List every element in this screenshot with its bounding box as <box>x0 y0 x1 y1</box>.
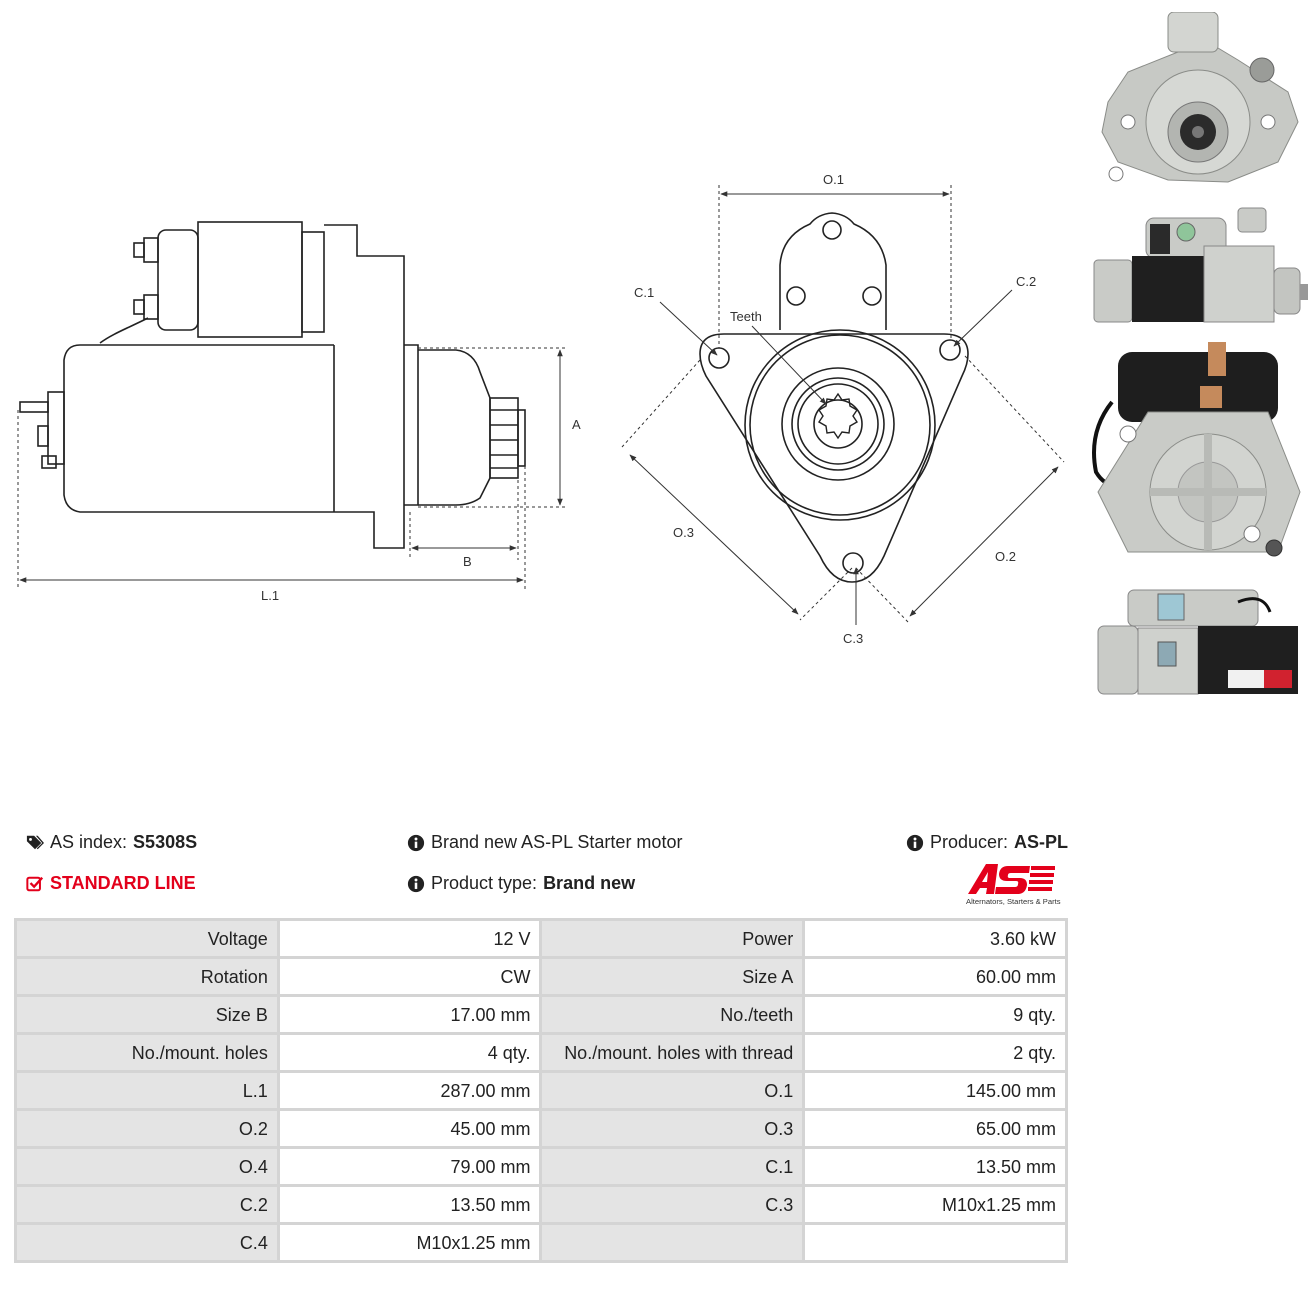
as-index-row: AS index: S5308S <box>26 832 197 853</box>
as-logo-mark: Alternators, Starters & Parts <box>966 864 1061 906</box>
dim-label-o1: O.1 <box>823 172 844 187</box>
dim-label-b: B <box>463 554 472 569</box>
dim-label-a: A <box>572 417 581 432</box>
product-type-value: Brand new <box>543 873 636 893</box>
spec-value: 2 qty. <box>802 1032 1068 1073</box>
dim-label-teeth: Teeth <box>730 309 762 324</box>
spec-label: Size B <box>14 994 280 1035</box>
spec-value: M10x1.25 mm <box>802 1184 1068 1225</box>
dim-label-l1: L.1 <box>261 588 279 603</box>
spec-value: 3.60 kW <box>802 918 1068 959</box>
side-view-drawing <box>19 221 526 549</box>
product-photo-rear[interactable] <box>1088 342 1310 572</box>
spec-value: 17.00 mm <box>276 994 543 1035</box>
spec-value: CW <box>276 956 543 997</box>
spec-value: 65.00 mm <box>802 1108 1068 1149</box>
spec-value: 45.00 mm <box>276 1108 543 1149</box>
spec-label: C.4 <box>14 1222 280 1263</box>
product-photo-side[interactable] <box>1088 204 1310 328</box>
front-view-dimensions <box>621 185 1065 625</box>
spec-value: 13.50 mm <box>802 1146 1068 1187</box>
product-type-row: Product type: Brand new <box>407 873 635 894</box>
spec-value: M10x1.25 mm <box>276 1222 543 1263</box>
product-type-label: Product type: <box>431 873 538 893</box>
product-photo-top[interactable] <box>1088 582 1310 700</box>
producer-label: Producer: <box>930 832 1009 852</box>
spec-value: 4 qty. <box>276 1032 543 1073</box>
technical-drawing: A B L.1 O.1 O.2 O.3 C.1 C.2 <box>17 172 1065 646</box>
spec-label: No./mount. holes <box>14 1032 280 1073</box>
dim-label-c2: C.2 <box>1016 274 1036 289</box>
spec-label: O.4 <box>14 1146 280 1187</box>
producer-row: Producer: AS-PL <box>906 832 1068 853</box>
spec-value: 9 qty. <box>802 994 1068 1035</box>
spec-value: 79.00 mm <box>276 1146 543 1187</box>
spec-value: 287.00 mm <box>276 1070 543 1111</box>
spec-label <box>539 1222 806 1263</box>
spec-label: No./teeth <box>539 994 806 1035</box>
dim-label-o2: O.2 <box>995 549 1016 564</box>
description-text: Brand new AS-PL Starter motor <box>431 832 683 852</box>
as-index-label: AS index: <box>50 832 128 852</box>
spec-label: O.2 <box>14 1108 280 1149</box>
dim-label-c1: C.1 <box>634 285 654 300</box>
product-line-label: STANDARD LINE <box>50 873 196 893</box>
spec-label: Power <box>539 918 806 959</box>
producer-value: AS-PL <box>1014 832 1069 852</box>
spec-value: 60.00 mm <box>802 956 1068 997</box>
as-pl-logo: Alternators, Starters & Parts <box>964 862 1068 908</box>
as-index-value: S5308S <box>133 832 198 852</box>
spec-label: Size A <box>539 956 806 997</box>
spec-label: O.3 <box>539 1108 806 1149</box>
product-photo-front[interactable] <box>1088 12 1310 192</box>
info-circle-icon <box>407 834 425 851</box>
spec-label: L.1 <box>14 1070 280 1111</box>
spec-label: Voltage <box>14 918 280 959</box>
spec-label: No./mount. holes with thread <box>539 1032 806 1073</box>
info-circle-icon <box>407 875 425 892</box>
spec-value: 145.00 mm <box>802 1070 1068 1111</box>
spec-label: C.3 <box>539 1184 806 1225</box>
description-row: Brand new AS-PL Starter motor <box>407 832 682 853</box>
spec-label: Rotation <box>14 956 280 997</box>
info-circle-icon <box>906 834 924 851</box>
side-view-dimensions <box>17 347 565 590</box>
spec-label: C.1 <box>539 1146 806 1187</box>
spec-value: 13.50 mm <box>276 1184 543 1225</box>
dim-label-c3: C.3 <box>843 631 863 646</box>
dim-label-o3: O.3 <box>673 525 694 540</box>
front-view-drawing <box>699 212 969 583</box>
spec-label: O.1 <box>539 1070 806 1111</box>
spec-value: 12 V <box>276 918 543 959</box>
spec-label: C.2 <box>14 1184 280 1225</box>
logo-tagline: Alternators, Starters & Parts <box>966 897 1061 906</box>
check-square-icon <box>26 876 44 891</box>
product-line-row: STANDARD LINE <box>26 873 196 894</box>
tags-icon <box>26 835 44 849</box>
spec-value <box>802 1222 1068 1263</box>
